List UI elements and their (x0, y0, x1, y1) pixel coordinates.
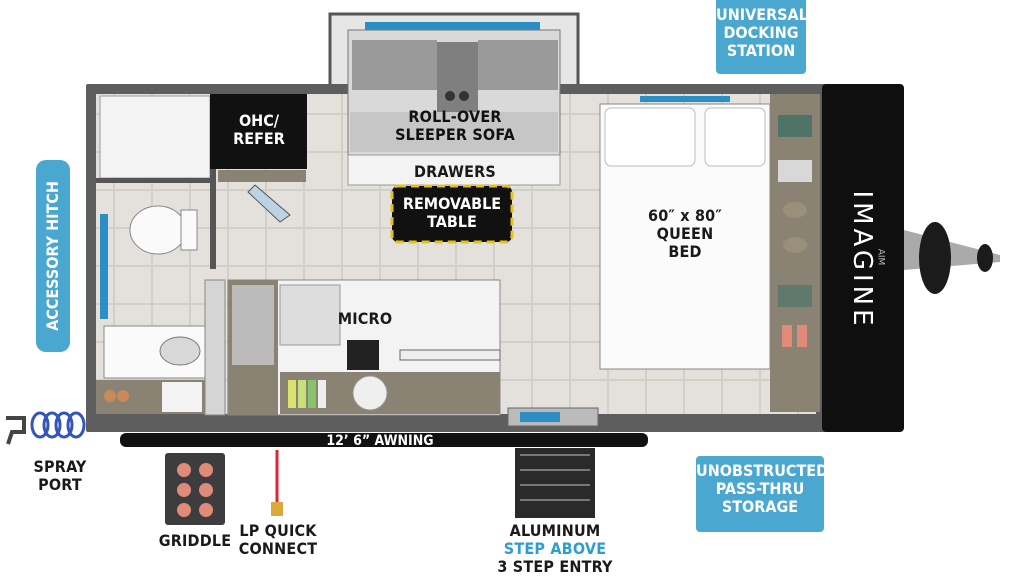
griddle-label: GRIDDLE (158, 531, 232, 550)
griddle (165, 453, 225, 525)
sofa-label: ROLL-OVER SLEEPER SOFA (395, 107, 515, 144)
brand-sub: AIM (875, 248, 886, 266)
accessory-hitch-label: ACCESSORY HITCH (43, 181, 63, 331)
awning-bar (120, 433, 648, 447)
entry-label-3: 3 STEP ENTRY (497, 557, 613, 576)
spray-hose (30, 411, 86, 439)
lp-quick-connect-label: LP QUICK CONNECT (238, 521, 318, 558)
docking-station-callout: UNIVERSAL DOCKING STATION (716, 0, 808, 74)
table-label: REMOVABLE TABLE (402, 194, 502, 232)
pass-thru-storage-callout: UNOBSTRUCTED PASS-THRU STORAGE (696, 456, 828, 532)
drawers-label: DRAWERS (413, 162, 497, 181)
front-cap (822, 84, 904, 432)
micro-label: MICRO (337, 309, 393, 328)
entry-step (515, 448, 595, 518)
entry-label-2: STEP ABOVE (503, 539, 607, 558)
ohc-refer-label: OHC/ REFER (233, 111, 285, 149)
toilet (129, 205, 187, 255)
accessory-hitch-callout: ACCESSORY HITCH (36, 160, 70, 352)
brand-text: IMAGINE (847, 190, 877, 330)
removable-table (390, 184, 514, 244)
ohc-refer-block (210, 94, 307, 169)
entry-label-1: ALUMINUM (509, 521, 601, 540)
awning-label: 12’ 6” AWNING (326, 433, 434, 449)
spray-port-label: SPRAY PORT (33, 457, 87, 494)
bed-label: 60″ x 80″ QUEEN BED (647, 206, 723, 261)
